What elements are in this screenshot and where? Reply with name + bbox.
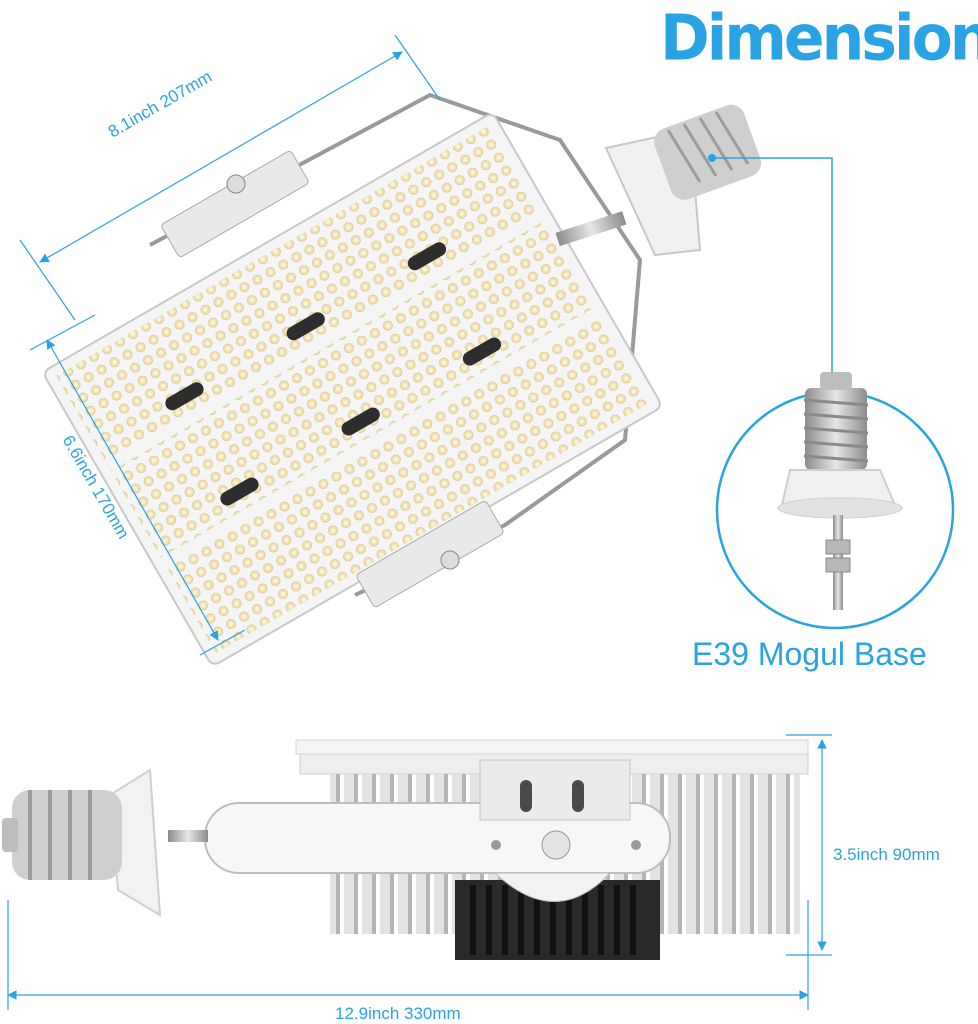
side-view <box>2 739 809 960</box>
led-panel-view <box>44 92 833 665</box>
mogul-base-side <box>2 768 162 917</box>
mogul-base-caption: E39 Mogul Base <box>692 636 927 672</box>
length-dimension-label: 12.9inch 330mm <box>335 1004 461 1023</box>
callout-line <box>712 157 833 395</box>
mounting-bracket <box>149 92 643 597</box>
led-array <box>55 125 650 653</box>
mogul-base-zoom <box>715 372 955 630</box>
depth-dimension-label: 3.5inch 90mm <box>833 845 940 864</box>
dimension-lines-top <box>19 34 441 656</box>
dimension-lines-side <box>7 734 832 1010</box>
page-title: Dimension <box>660 2 978 76</box>
mogul-base-top <box>604 104 762 257</box>
